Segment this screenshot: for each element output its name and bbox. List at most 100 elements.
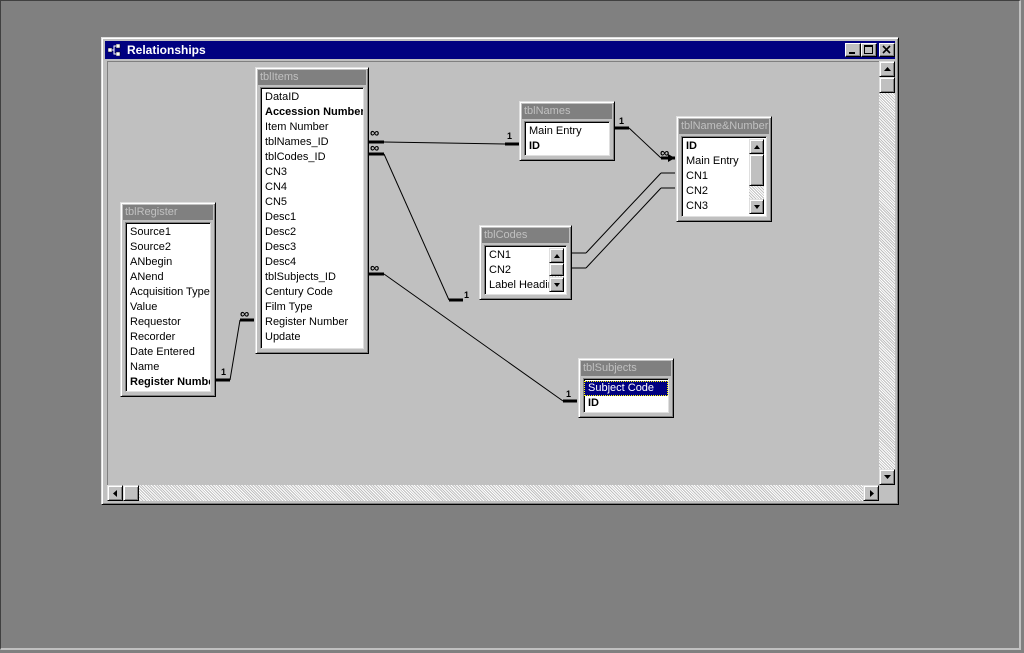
field-item[interactable]: Item Number (265, 121, 329, 133)
field-item[interactable]: Century Code (265, 286, 333, 298)
scroll-thumb[interactable] (879, 77, 895, 93)
rel-arrowhead (668, 154, 675, 162)
label-one-register-items: 1 (221, 367, 226, 377)
table-caption[interactable]: tblRegister (123, 205, 213, 220)
table-caption[interactable]: tblCodes (482, 228, 569, 243)
field-item[interactable]: CN5 (265, 196, 288, 208)
scroll-down-button[interactable] (549, 277, 564, 292)
relationship-lines: ∞ ∞ ∞ ∞ ∞ 1 1 1 1 1 (216, 116, 675, 403)
field-item[interactable]: Register Number (130, 376, 211, 388)
field-item[interactable]: Acquisition Type (130, 286, 210, 298)
field-item[interactable]: ANend (130, 271, 164, 283)
field-item[interactable]: ID (529, 140, 540, 152)
field-item[interactable]: DataID (265, 91, 300, 103)
field-item[interactable]: Label Heading (489, 279, 560, 291)
field-item[interactable]: Value (130, 301, 158, 313)
scroll-thumb[interactable] (549, 263, 564, 276)
field-item[interactable]: tblCodes_ID (265, 151, 326, 163)
table-caption[interactable]: tblName&Number (679, 119, 769, 134)
field-item[interactable]: Source2 (130, 241, 171, 253)
vertical-scrollbar[interactable] (879, 61, 895, 485)
scroll-up-button[interactable] (749, 139, 764, 154)
field-item[interactable]: Register Number (265, 316, 349, 328)
minimize-icon (849, 52, 855, 54)
field-item[interactable]: tblSubjects_ID (265, 271, 336, 283)
window-titlebar[interactable]: Relationships (105, 41, 895, 59)
field-item[interactable]: CN1 (686, 170, 709, 182)
arrow-down-icon (884, 475, 891, 479)
field-item[interactable]: Accession Number (265, 106, 364, 118)
field-item[interactable]: Film Type (265, 301, 313, 313)
scroll-down-button[interactable] (879, 469, 895, 485)
field-item[interactable]: ANbegin (130, 256, 173, 268)
label-one-items-codes: 1 (464, 290, 469, 300)
relationships-canvas[interactable]: ∞ ∞ ∞ ∞ ∞ 1 1 1 1 1 tblItems DataID Acces… (107, 61, 879, 485)
field-list-scrollbar[interactable] (749, 139, 764, 214)
rel-names-namenumber-line (628, 127, 662, 159)
field-item[interactable]: CN3 (686, 200, 709, 212)
field-item[interactable]: Main Entry (686, 155, 739, 167)
field-item[interactable]: Date Entered (130, 346, 195, 358)
field-item[interactable]: CN4 (265, 181, 288, 193)
field-item[interactable]: Desc4 (265, 256, 297, 268)
rel-register-items-line (229, 319, 241, 381)
scroll-left-button[interactable] (107, 485, 123, 501)
maximize-button[interactable] (861, 43, 877, 57)
arrow-left-icon (113, 490, 117, 497)
field-item[interactable]: Source1 (130, 226, 171, 238)
scrollbar-corner (879, 485, 895, 501)
field-item[interactable]: CN2 (686, 185, 709, 197)
close-button[interactable] (879, 43, 895, 57)
field-item[interactable]: CN3 (265, 166, 288, 178)
label-many-items-subjects: ∞ (370, 260, 379, 275)
field-item[interactable]: ID (686, 140, 697, 152)
field-item[interactable]: CN2 (489, 264, 512, 276)
field-item[interactable]: ID (588, 397, 599, 409)
field-item[interactable]: Requestor (130, 316, 181, 328)
relationships-window[interactable]: Relationships (101, 37, 899, 505)
scroll-thumb[interactable] (123, 485, 139, 501)
field-item[interactable]: Main Entry (529, 125, 582, 137)
rel-codes-cn1-line (585, 172, 662, 254)
field-item[interactable]: Update (265, 331, 301, 343)
label-one-items-names: 1 (507, 131, 512, 141)
scroll-thumb[interactable] (749, 154, 764, 186)
field-item[interactable]: Desc1 (265, 211, 297, 223)
field-item[interactable]: CN1 (489, 249, 512, 261)
field-item[interactable]: Desc3 (265, 241, 297, 253)
horizontal-scrollbar[interactable] (107, 485, 879, 501)
scroll-up-button[interactable] (549, 248, 564, 263)
field-item[interactable]: tblNames_ID (265, 136, 329, 148)
field-item[interactable]: Recorder (130, 331, 176, 343)
minimize-button[interactable] (845, 43, 861, 57)
relationships-icon[interactable] (108, 44, 121, 56)
field-item[interactable]: Name (130, 361, 160, 373)
arrow-up-icon (554, 254, 560, 258)
table-caption[interactable]: tblSubjects (581, 361, 671, 376)
rel-items-subjects-line (383, 273, 564, 402)
field-item[interactable]: Subject Code (584, 381, 668, 396)
scroll-up-button[interactable] (879, 61, 895, 77)
table-caption[interactable]: tblNames (522, 104, 612, 119)
field-item[interactable]: Desc2 (265, 226, 297, 238)
close-icon (882, 45, 891, 54)
scroll-down-button[interactable] (749, 199, 764, 214)
table-caption[interactable]: tblItems (258, 70, 366, 85)
rel-items-codes-line (383, 153, 450, 301)
window-title: Relationships (127, 43, 206, 57)
field-list-scrollbar[interactable] (549, 248, 564, 292)
scroll-right-button[interactable] (863, 485, 879, 501)
